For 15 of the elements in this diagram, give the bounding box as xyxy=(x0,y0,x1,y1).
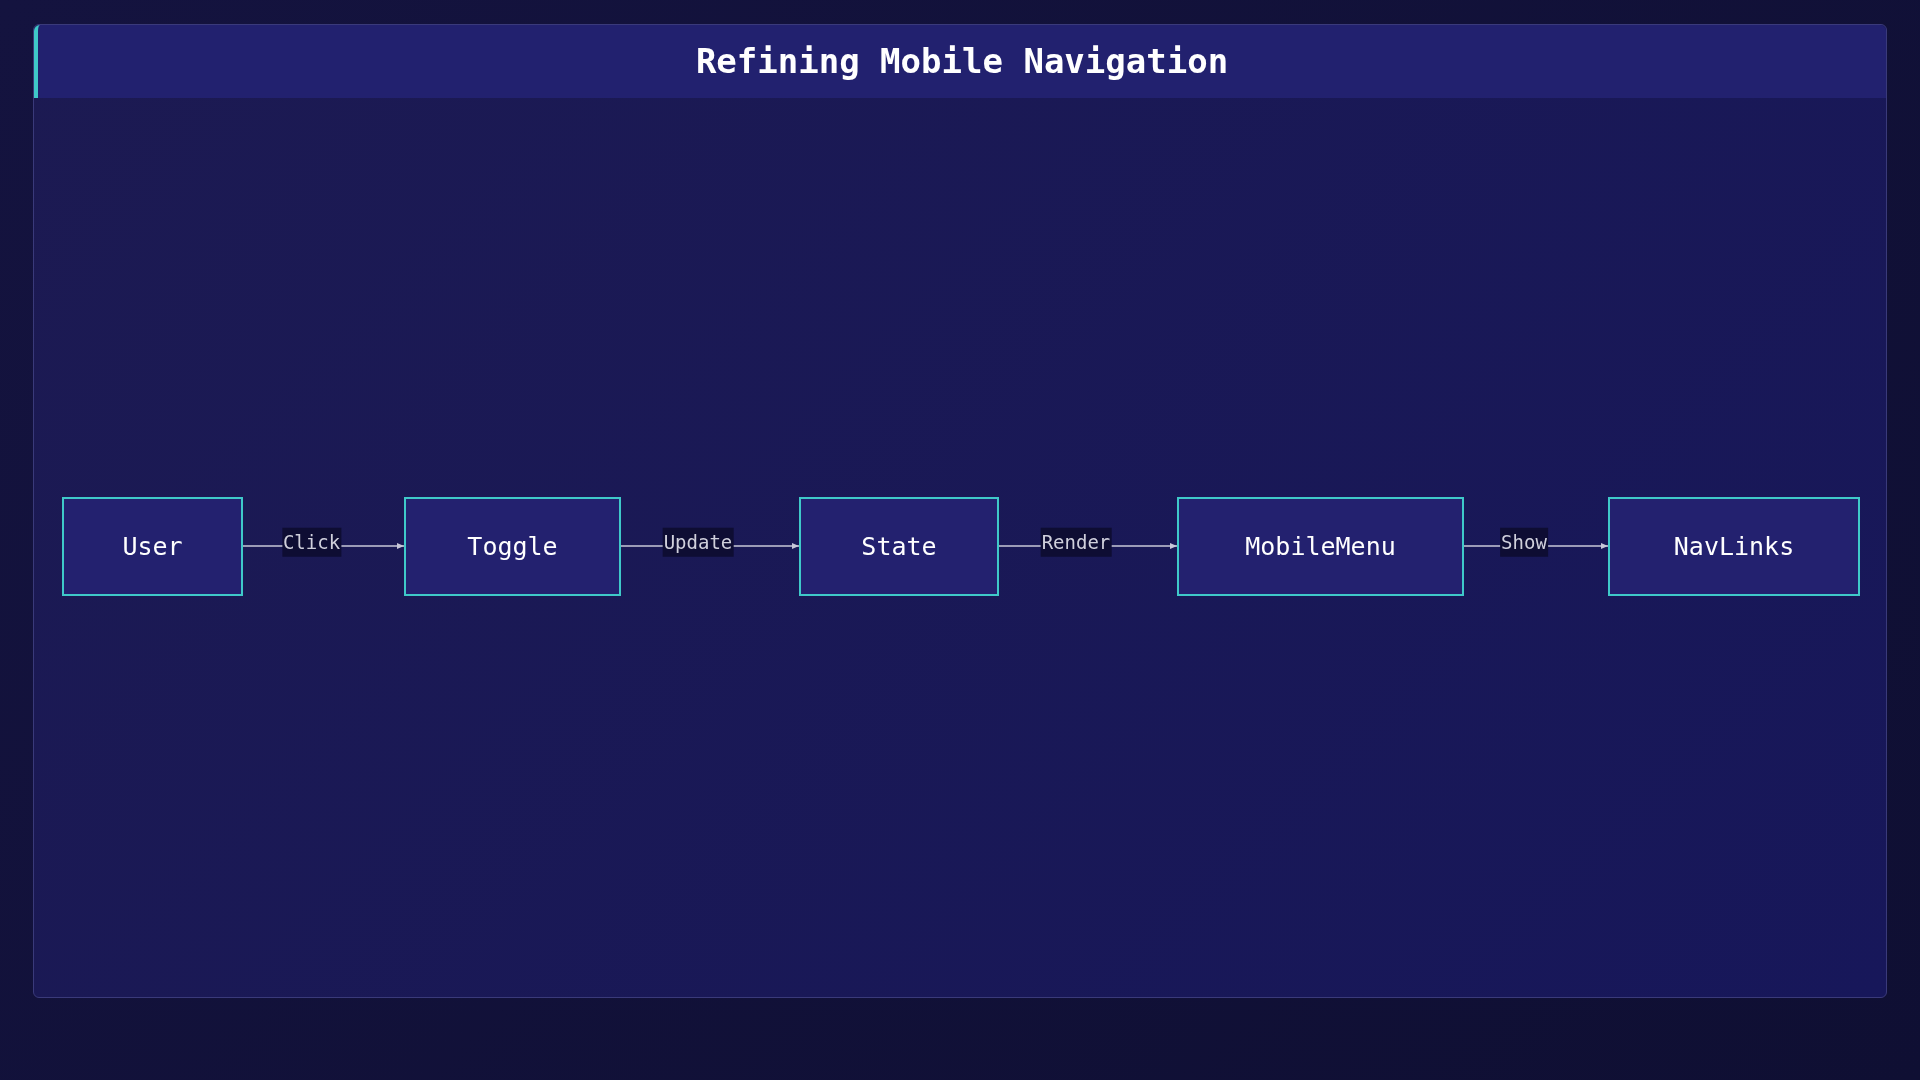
edge-label: Click xyxy=(281,527,342,557)
node-label: State xyxy=(861,530,937,563)
edge-label: Update xyxy=(662,527,734,557)
edge-label: Show xyxy=(1500,527,1548,557)
process-box xyxy=(1608,497,1860,596)
node-label: NavLinks xyxy=(1673,530,1795,563)
node-label: MobileMenu xyxy=(1245,530,1396,563)
node-label: Toggle xyxy=(467,530,558,563)
edge-label: Render xyxy=(1040,527,1112,557)
process-box xyxy=(799,497,999,596)
process-box xyxy=(62,497,243,596)
title: Refining Mobile Navigation xyxy=(695,40,1229,83)
process-box xyxy=(1177,497,1464,596)
process-box xyxy=(404,497,621,596)
node-label: User xyxy=(122,530,183,563)
